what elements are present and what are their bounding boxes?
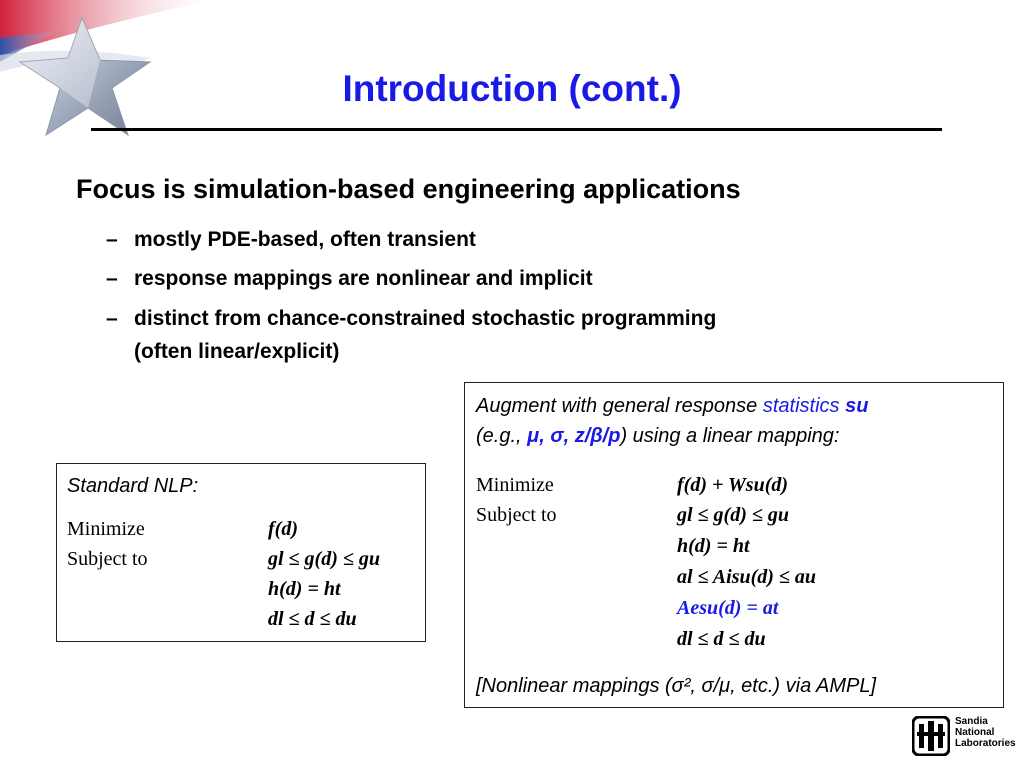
aug-label-statistics: statistics [762,395,840,417]
aug-subject-to-label: Subject to [476,504,557,526]
aug-box-label-line1: Augment with general response statistics… [476,395,868,418]
aug-label2-symbols: μ, σ, z/β/p [527,425,621,447]
aug-label-pre: Augment with general response [476,395,758,417]
bullet-dash: – [106,307,118,330]
red-stripe-shape [0,0,210,55]
nlp-subject-to-label: Subject to [67,548,148,570]
nlp-objective: f(d) [268,518,298,541]
slide-title: Introduction (cont.) [342,68,682,109]
bullet-dash: – [106,228,118,251]
sandia-logo-line2: National [955,727,995,738]
aug-constraint-d: dl ≤ d ≤ du [677,628,766,651]
aug-constraint-eq-stat-text: Aesu(d) = at [677,597,779,619]
nlp-constraint-d: dl ≤ d ≤ du [268,608,357,631]
aug-constraint-g-text: gl ≤ g(d) ≤ gu [677,504,789,526]
nlp-minimize-label: Minimize [67,518,145,540]
nlp-objective-text: f(d) [268,518,298,540]
sandia-logo-line1: Sandia [955,716,988,727]
nlp-constraint-d-text: dl ≤ d ≤ du [268,608,357,630]
sandia-logo-line3: Laboratories [955,738,1016,749]
aug-constraint-g: gl ≤ g(d) ≤ gu [677,504,789,527]
nlp-box-label: Standard NLP: [67,475,199,497]
sandia-logo-text: Sandia National Laboratories [955,716,1016,749]
aug-label2-post: ) using a linear mapping: [620,425,840,447]
bullet-text-continued: (often linear/explicit) [134,340,340,363]
bullet-dash: – [106,267,118,290]
nlp-constraint-g: gl ≤ g(d) ≤ gu [268,548,380,571]
aug-constraint-ineq-stat: al ≤ Aisu(d) ≤ au [677,566,816,589]
bullet-text: mostly PDE-based, often transient [134,228,476,251]
aug-constraint-ineq-stat-text: al ≤ Aisu(d) ≤ au [677,566,817,588]
bullet-text: response mappings are nonlinear and impl… [134,267,593,290]
aug-constraint-h: h(d) = ht [677,535,750,558]
aug-label2-pre: (e.g., [476,425,528,447]
nlp-constraint-h: h(d) = ht [268,578,341,601]
aug-minimize-label: Minimize [476,474,554,496]
sandia-thunderbird-icon [912,716,950,756]
aug-label-su: su [845,395,869,417]
star-logo [0,0,210,137]
augmented-nlp-box: Augment with general response statistics… [464,382,1004,708]
nlp-constraint-h-text: h(d) = ht [268,578,341,600]
aug-footer-note: [Nonlinear mappings (σ², σ/μ, etc.) via … [476,675,877,697]
title-divider [91,128,942,131]
aug-box-label-line2: (e.g., μ, σ, z/β/p) using a linear mappi… [476,425,839,448]
white-stripe-shape [0,50,150,72]
standard-nlp-box: Standard NLP: Minimize Subject to f(d) g… [56,463,426,642]
aug-objective: f(d) + Wsu(d) [677,474,788,497]
aug-constraint-d-text: dl ≤ d ≤ du [677,628,766,650]
blue-stripe-shape [0,30,60,62]
star-shape [18,16,152,137]
aug-objective-text: f(d) + Wsu(d) [677,474,789,496]
bullet-text: distinct from chance-constrained stochas… [134,307,717,330]
aug-constraint-eq-stat: Aesu(d) = at [677,597,778,620]
focus-heading: Focus is simulation-based engineering ap… [76,174,741,204]
nlp-constraint-g-text: gl ≤ g(d) ≤ gu [268,548,380,570]
aug-constraint-h-text: h(d) = ht [677,535,750,557]
